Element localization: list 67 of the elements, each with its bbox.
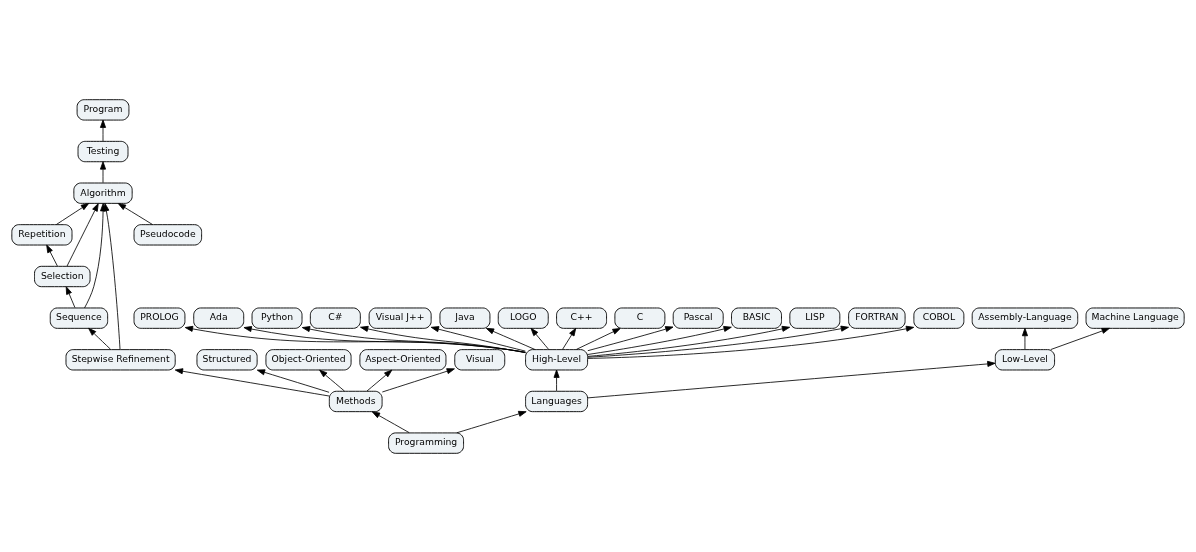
node-box: Aspect-Oriented <box>359 348 447 370</box>
node-box: C# <box>309 307 361 329</box>
node-box: Pseudocode <box>133 223 203 245</box>
node-box: Python <box>251 307 303 329</box>
arrow <box>1021 327 1028 350</box>
node-box: LISP <box>789 307 841 329</box>
arrow <box>587 325 849 358</box>
arrow <box>256 368 330 393</box>
arrow <box>1050 327 1110 350</box>
arrow <box>100 119 107 141</box>
arrow <box>371 410 410 433</box>
node-box: PROLOG <box>133 307 186 329</box>
node-box: Pascal <box>672 307 724 329</box>
arrow <box>587 325 791 357</box>
node-box: Java <box>439 307 491 329</box>
arrow <box>360 325 526 353</box>
arrow <box>319 369 345 391</box>
node-box: Algorithm <box>73 182 133 204</box>
arrow <box>65 285 76 308</box>
arrow <box>243 325 526 353</box>
arrow <box>587 325 674 351</box>
node-box: LOGO <box>497 307 549 329</box>
arrow <box>117 202 153 225</box>
arrow <box>430 325 526 352</box>
arrow <box>587 325 915 359</box>
arrow <box>553 369 560 391</box>
node-box: Visual <box>454 348 506 370</box>
arrow <box>366 369 393 391</box>
node-box: COBOL <box>913 307 965 329</box>
node-box: Ada <box>193 307 245 329</box>
node-box: BASIC <box>731 307 782 329</box>
node-box: Sequence <box>49 307 109 329</box>
node-box: Selection <box>34 265 91 287</box>
arrow <box>562 327 577 350</box>
node-box: Languages <box>525 390 589 412</box>
node-box: Assembly-Language <box>971 307 1079 329</box>
node-box: Object-Oriented <box>265 348 352 370</box>
node-box: Machine Language <box>1085 307 1185 329</box>
arrow <box>301 325 526 353</box>
node-box: Stepwise Refinement <box>65 348 176 370</box>
arrow <box>88 327 111 350</box>
arrow <box>184 325 526 353</box>
node-box: Program <box>76 98 130 121</box>
node-box: Visual J++ <box>368 307 432 329</box>
arrow <box>56 202 90 225</box>
arrow <box>100 160 107 183</box>
arrow <box>485 327 536 350</box>
arrow <box>84 202 107 308</box>
arrow <box>381 367 455 392</box>
node-box: Programming <box>388 431 464 454</box>
node-box: Methods <box>328 390 383 412</box>
node-box: Testing <box>77 140 129 162</box>
arrow <box>456 410 527 433</box>
arrow <box>46 244 58 266</box>
node-box: FORTRAN <box>848 307 906 329</box>
node-box: C <box>614 307 666 329</box>
node-box: Repetition <box>11 223 73 245</box>
arrow <box>575 327 621 350</box>
arrow <box>66 202 99 267</box>
arrow <box>174 367 330 396</box>
arrow <box>587 325 732 355</box>
arrow <box>587 360 996 398</box>
node-box: High-Level <box>525 348 589 370</box>
arrow <box>530 327 549 350</box>
node-box: C++ <box>556 307 608 329</box>
node-box: Low-Level <box>994 348 1056 370</box>
node-box: Structured <box>196 348 258 370</box>
